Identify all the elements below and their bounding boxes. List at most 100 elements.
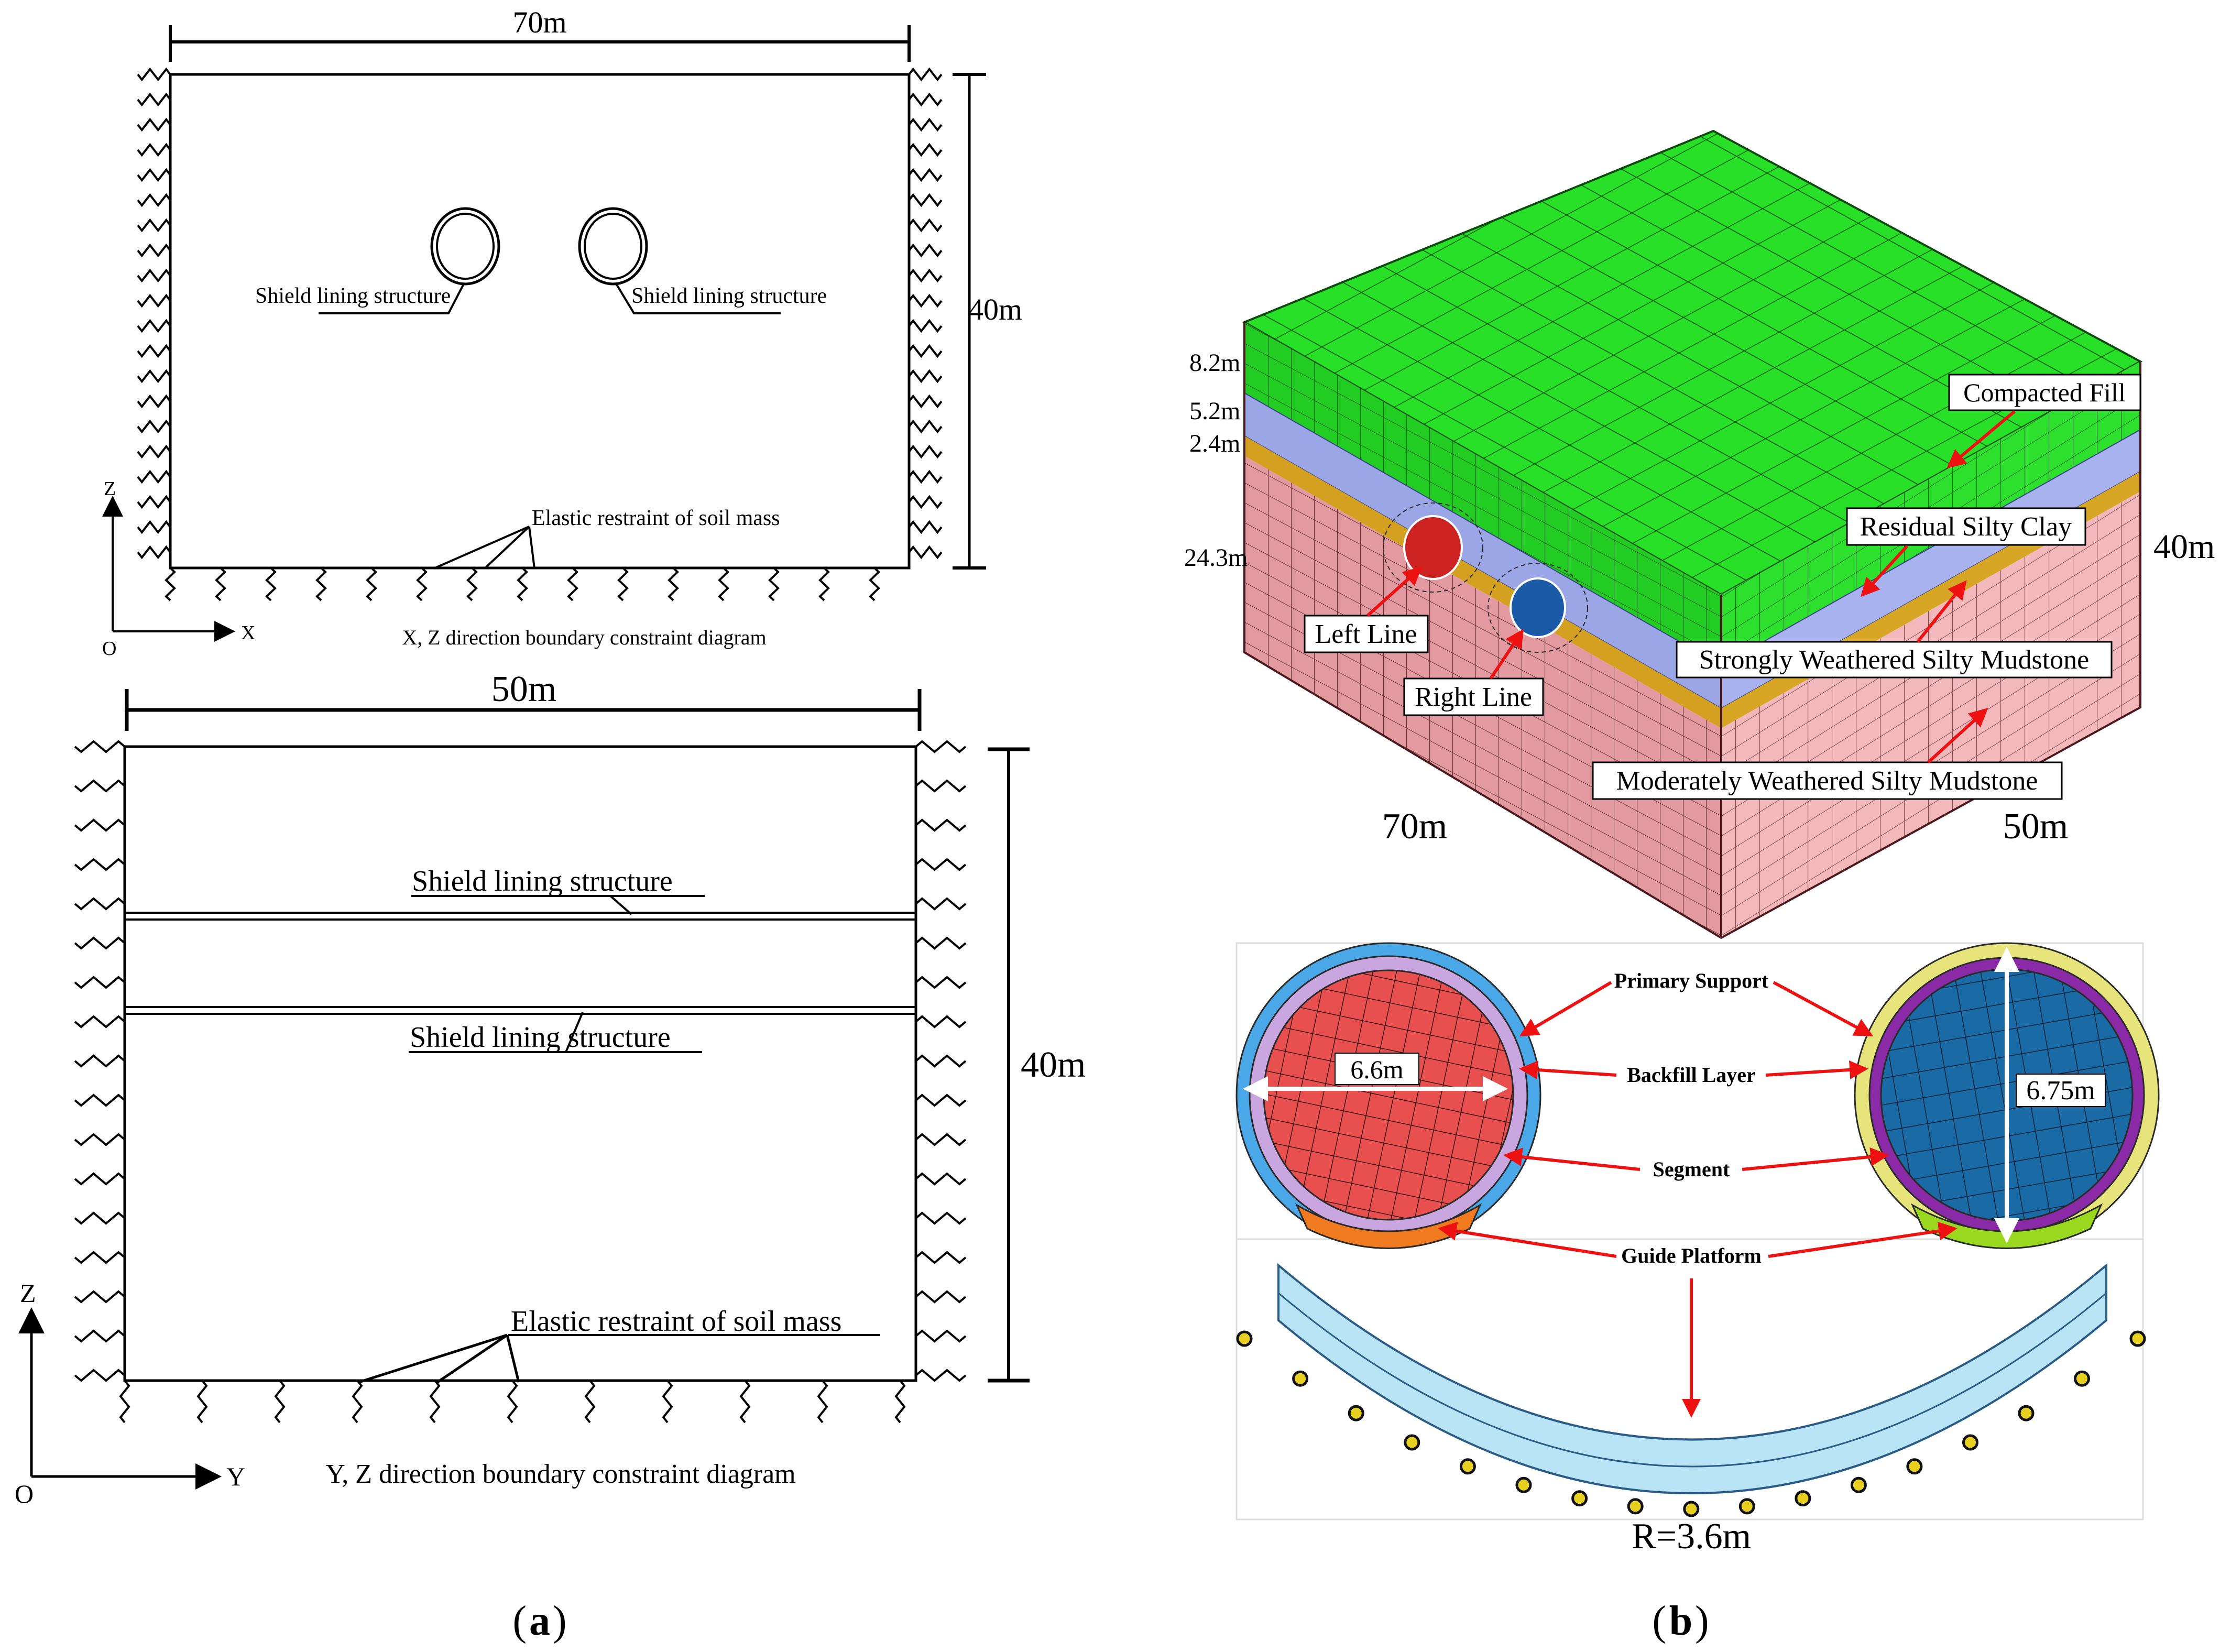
spring-icon [507, 1380, 518, 1424]
yz-domain-boundary [123, 745, 917, 1382]
spring-icon [315, 567, 327, 601]
xz-tunnel-left-inner [436, 213, 495, 280]
spring-icon [165, 567, 176, 601]
spring-icon [915, 1251, 967, 1264]
spring-icon [908, 319, 943, 333]
support-node-icon [1795, 1490, 1811, 1507]
spring-icon [567, 567, 578, 601]
spring-icon [265, 567, 277, 601]
spring-icon [74, 858, 126, 871]
model-width-label: 50m [2003, 806, 2068, 847]
pointer-guide-right [1768, 1221, 1957, 1258]
support-node-icon [1515, 1476, 1532, 1493]
spring-icon [74, 779, 126, 793]
support-node-icon [1627, 1498, 1644, 1515]
xz-domain-boundary [169, 73, 911, 570]
xz-height-label: 40m [968, 292, 1022, 326]
pointer-backfill-right [1765, 1060, 1868, 1079]
spring-icon [908, 117, 943, 132]
yz-restraint-leader-2 [436, 1333, 508, 1384]
support-node-icon [1906, 1458, 1923, 1475]
callout-box-residual-clay [1846, 507, 2086, 546]
support-node-icon [1738, 1498, 1755, 1515]
spring-icon [617, 567, 629, 601]
yz-tunnel-label-bottom: Shield lining structure [410, 1021, 671, 1054]
spring-icon [74, 1290, 126, 1304]
spring-icon [74, 1172, 126, 1186]
spring-icon [915, 1015, 967, 1029]
xz-width-label: 70m [512, 5, 566, 39]
callout-moderate-mudstone: Moderately Weathered Silty Mudstone [1616, 766, 2038, 796]
section-right-diameter-label: 6.75m [2026, 1076, 2095, 1106]
spring-icon [908, 243, 943, 258]
radius-label: R=3.6m [1632, 1516, 1751, 1557]
panel-a-caption-close: ) [553, 1598, 567, 1644]
arrow-strong-mudstone [1916, 580, 1967, 643]
pointer-segment-right [1742, 1147, 1889, 1171]
spring-icon [74, 1251, 126, 1264]
xz-axis-x-label: X [241, 622, 255, 644]
component-label-guide-platform: Guide Platform [1621, 1244, 1762, 1267]
callout-right-line: Right Line [1415, 682, 1532, 712]
spring-icon [908, 419, 943, 434]
spring-icon [74, 1093, 126, 1107]
xz-diagram-title: X, Z direction boundary constraint diagr… [402, 626, 766, 649]
spring-icon [915, 936, 967, 950]
model-tunnel-right-zone [1488, 563, 1588, 653]
yz-tunnel-label-bottom-leader [565, 1012, 584, 1053]
xz-tunnel-right-inner [584, 213, 642, 280]
arrow-left-line [1366, 566, 1423, 617]
model-tunnel-right [1510, 577, 1566, 638]
pointer-primary-left [1519, 981, 1612, 1037]
section-right-guide-platform [1910, 1203, 2103, 1249]
yz-tunnel-label-top-leader [609, 895, 632, 915]
spring-icon [908, 92, 943, 107]
spring-icon [137, 344, 171, 358]
spring-icon [908, 545, 943, 560]
spring-icon [915, 740, 967, 753]
spring-icon [416, 567, 428, 601]
spring-icon [915, 1329, 967, 1343]
spring-icon [366, 567, 377, 601]
spring-icon [74, 1133, 126, 1146]
xz-tunnel-right-outer [578, 207, 648, 286]
component-label-backfill-layer: Backfill Layer [1627, 1063, 1756, 1087]
support-node-icon [2074, 1370, 2090, 1387]
xz-restraint-leader-2 [484, 526, 530, 570]
support-node-icon [2018, 1405, 2035, 1421]
support-node-icon [1348, 1405, 1364, 1421]
spring-icon [668, 567, 679, 601]
spring-icon [894, 1380, 906, 1424]
spring-icon [908, 193, 943, 207]
xz-axis-z-label: Z [104, 478, 116, 500]
spring-icon [662, 1380, 673, 1424]
spring-icon [137, 218, 171, 233]
spring-icon [137, 293, 171, 308]
section-left-diameter-label: 6.6m [1350, 1055, 1404, 1084]
model-front-layer-fill [1244, 322, 1721, 665]
model-height-label: 40m [2153, 528, 2215, 566]
spring-icon [908, 218, 943, 233]
guide-platform-arc [1277, 1263, 2107, 1494]
spring-icon [718, 567, 729, 601]
spring-icon [137, 545, 171, 560]
spring-icon [915, 858, 967, 871]
xz-leader-left [319, 282, 465, 314]
spring-icon [215, 567, 226, 601]
spring-icon [584, 1380, 596, 1424]
spring-icon [137, 268, 171, 283]
yz-spring-supports [74, 740, 967, 1424]
spring-icon [915, 818, 967, 832]
yz-width-label: 50m [491, 669, 556, 709]
tunnel-sections: 6.6m 6.75m Primary Support Backfill Laye… [1235, 942, 2160, 1557]
support-node-icon [1292, 1370, 1309, 1387]
spring-icon [137, 419, 171, 434]
yz-axis-z-label: Z [20, 1278, 36, 1308]
callout-box-strong-mudstone [1676, 641, 2113, 679]
spring-icon [915, 1054, 967, 1068]
spring-icon [137, 520, 171, 534]
spring-icon [908, 444, 943, 459]
spring-icon [137, 243, 171, 258]
callout-compacted-fill: Compacted Fill [1963, 378, 2126, 407]
spring-icon [915, 1290, 967, 1304]
